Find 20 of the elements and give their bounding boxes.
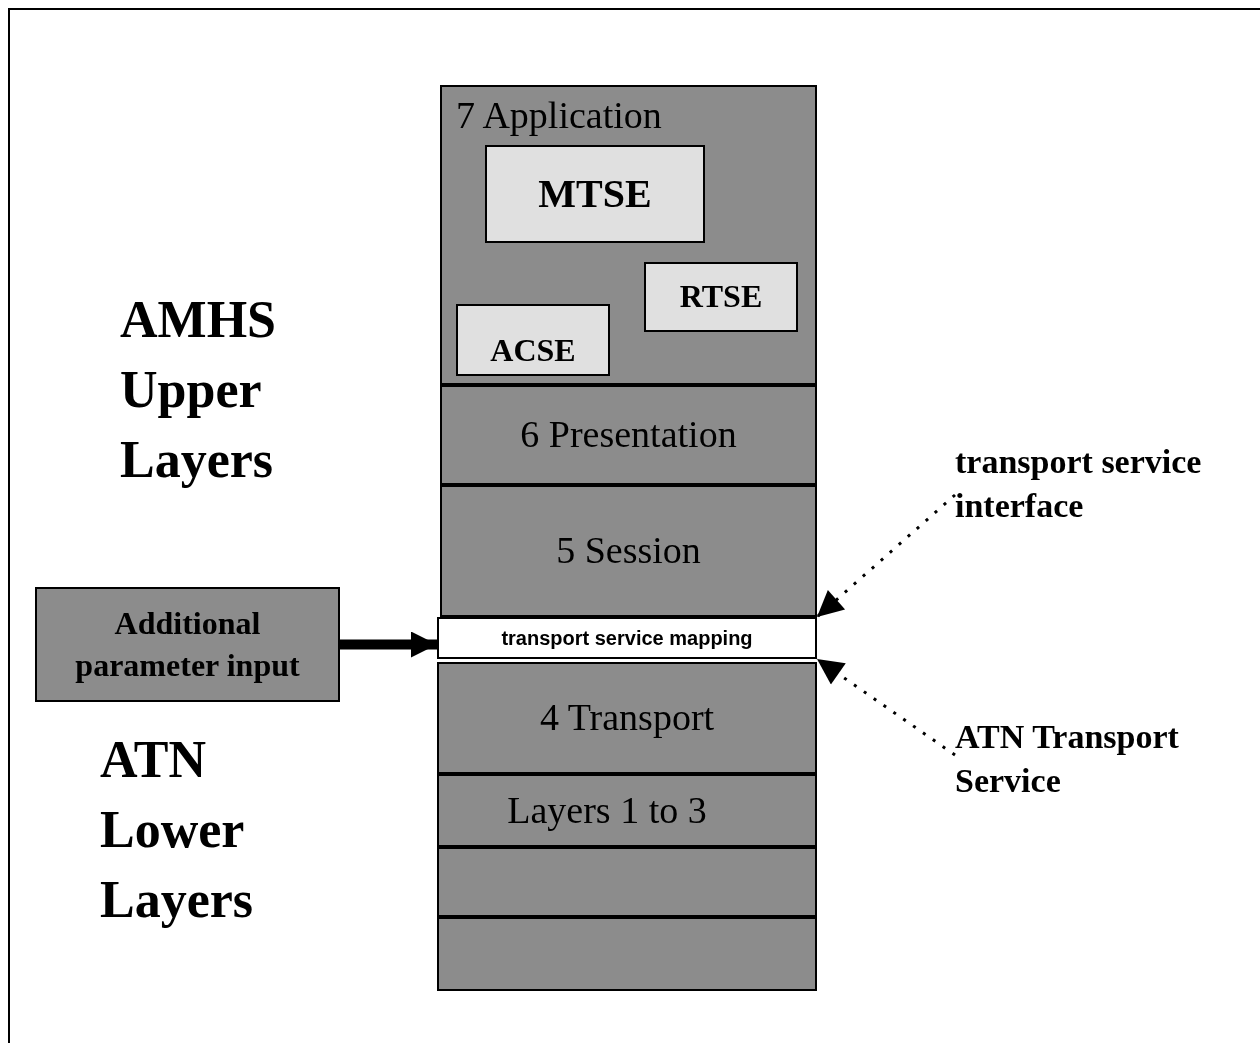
entity-box: MTSE — [485, 145, 705, 243]
mapping-band: transport service mapping — [437, 617, 817, 659]
layer-band — [437, 917, 817, 991]
layer-group-label: ATN Lower Layers — [100, 730, 255, 931]
entity-box: RTSE — [644, 262, 798, 332]
layer-band: 5 Session — [440, 485, 817, 617]
layer-band: 4 Transport — [437, 662, 817, 774]
layer-band: Layers 1 to 3 — [437, 774, 817, 847]
arrow — [340, 631, 437, 658]
layer-band — [440, 85, 817, 385]
arrow — [816, 657, 956, 757]
layer-band — [437, 847, 817, 917]
callout-text: ATN Transport Service — [955, 715, 1225, 805]
entity-box: ACSE — [456, 304, 610, 376]
input-box: Additional parameter input — [35, 587, 340, 702]
layer-group-label: AMHS Upper Layers — [120, 290, 277, 491]
layer-band: 6 Presentation — [440, 385, 817, 485]
arrow — [816, 493, 956, 619]
callout-text: transport service interface — [955, 440, 1245, 530]
layer-title: 7 Application — [456, 93, 662, 138]
